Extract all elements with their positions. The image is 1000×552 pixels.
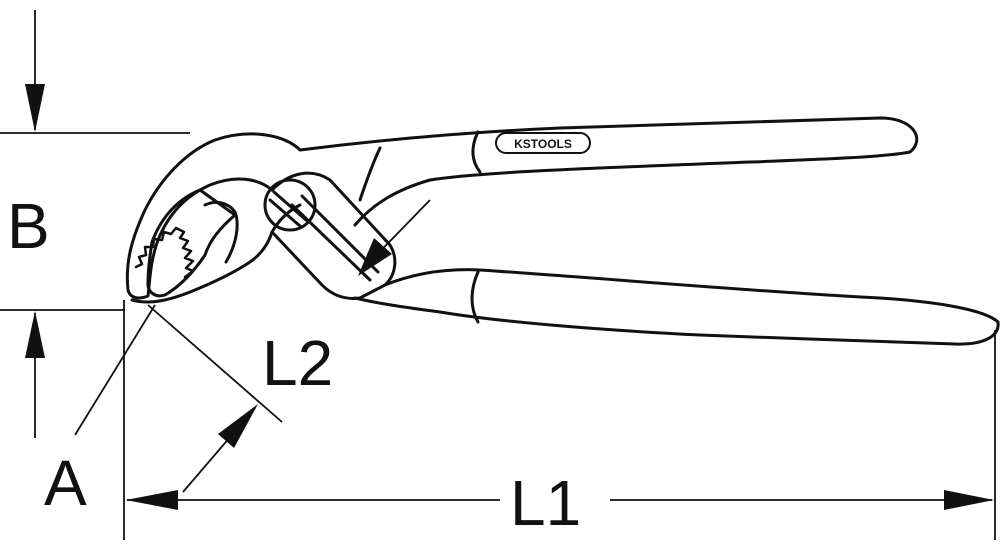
throat-line [358, 146, 382, 202]
lower-handle [353, 268, 1000, 346]
lower-jaw [130, 203, 302, 304]
l2-upper-arrow [358, 238, 392, 276]
dimension-label-a: A [44, 447, 87, 519]
jaw-insert [146, 188, 237, 298]
logo-badge [495, 132, 591, 154]
upper-handle [298, 116, 919, 227]
arrow-heads [25, 84, 994, 510]
dimension-label-l2: L2 [262, 327, 333, 399]
upper-jaw [125, 132, 302, 300]
l2-extension [147, 304, 283, 423]
pliers-outline [125, 116, 1000, 346]
l1-right-arrow [944, 490, 994, 510]
b-bottom-arrow [25, 311, 45, 358]
b-top-arrow [25, 84, 45, 132]
pivot-bolt-slot [268, 190, 308, 228]
upper-handle-grip-edge [471, 130, 482, 174]
dimension-label-l1: L1 [510, 467, 581, 539]
channel-plate [270, 171, 397, 300]
l2-lower-arrow [218, 404, 258, 448]
a-leader [74, 304, 156, 436]
logo-text: KSTOOLS [514, 137, 572, 151]
lower-jaw-cheek [203, 200, 239, 264]
dimension-label-b: B [7, 190, 50, 262]
dimension-lines [0, 10, 996, 540]
l1-left-arrow [126, 490, 178, 510]
lower-handle-grip-edge [470, 270, 480, 324]
brand-logo: KSTOOLS [495, 132, 591, 154]
jaw-teeth [134, 226, 195, 279]
pivot-bolt [263, 178, 317, 232]
